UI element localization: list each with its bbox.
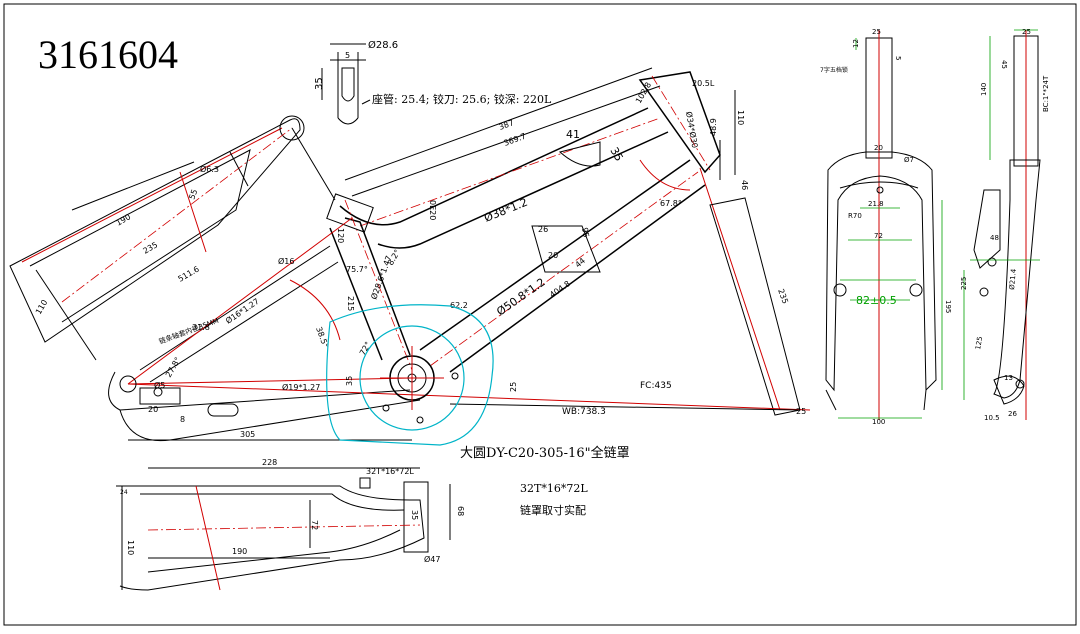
chainguard-h-110: 110: [126, 540, 135, 555]
main-frame: 387 369.7 102.8 20.5L 110 Ø34*Ø30 48.9 4…: [108, 67, 811, 442]
fork-side-45: 45: [1000, 60, 1008, 69]
fork-crown-diameter: Ø7: [904, 156, 914, 164]
seatstay-spec: Ø16*1.27: [224, 296, 261, 326]
dim-gusset-35: 35: [607, 145, 625, 164]
dim-bb-drop: 215: [346, 296, 355, 311]
clamp-slot-width: 5: [345, 51, 350, 60]
rear-angle: 27.8°: [164, 356, 183, 379]
dim-head-length: 102.8: [634, 81, 653, 105]
down-tube-spec: Ø50.8*1.2: [494, 276, 547, 319]
fork-side-top: 25: [1022, 28, 1031, 36]
chainguard-gear-small: 32T*16*72L: [366, 467, 414, 476]
chainguard-fit-note: 链罩取寸实配: [520, 503, 586, 517]
seat-clamp-detail: Ø28.6 5 35 座管: 25.4; 铰刀: 25.6; 铰深: 220L: [314, 39, 552, 125]
dim-head-od: Ø34*Ø30: [684, 111, 700, 149]
fork-side-13: 13: [1004, 374, 1013, 382]
rack-len-511: 511.6: [177, 264, 201, 283]
sheet-border: [3, 3, 1077, 626]
chainguard-detail: 228 190 110 72 68 35 Ø47 24: [116, 458, 465, 591]
dim-head-height: 110: [736, 110, 745, 125]
dim-gusset-44: 44: [574, 256, 588, 269]
fork-crown-width: 20: [874, 144, 883, 152]
dim-down-length: 404.8: [548, 279, 572, 300]
chainstay-note: 链条轴套内径35MM: [158, 316, 220, 346]
dim-top-length: 387: [498, 118, 515, 132]
dim-seat-angle: 75.7°: [346, 265, 368, 274]
chainguard-tab: 24: [120, 489, 128, 496]
fork-side-140: 140: [980, 83, 988, 96]
dim-top-length-2: 369.7: [503, 132, 528, 148]
chainguard-dia-47: Ø47: [424, 554, 440, 564]
front-center: FC:435: [640, 381, 672, 391]
fork-crown-radius: R70: [848, 212, 862, 220]
fork-crown-21: 21.8: [868, 200, 884, 208]
dropout-20: 20: [148, 405, 158, 414]
fork-steer-thickness: 5: [894, 56, 902, 60]
dim-seat-offset: 0E20: [428, 200, 437, 220]
chainguard-outline: [326, 304, 494, 446]
rack-width: 55: [187, 188, 199, 201]
fork-side-225: 225: [960, 277, 968, 290]
dim-fork-length: 235: [776, 288, 790, 305]
seat-tube-spec: 座管: 25.4; 铰刀: 25.6; 铰深: 220L: [372, 92, 552, 106]
fork-leg-72: 72: [874, 232, 883, 240]
fork-side-26: 26: [1008, 410, 1017, 418]
chainguard-len-228: 228: [262, 458, 277, 467]
rack-len-235: 235: [142, 240, 160, 255]
rack-len-190: 190: [115, 212, 133, 227]
fork-lock-note: 7字五档锁: [820, 66, 848, 74]
fork-side-48: 48: [990, 234, 999, 242]
chainstay-len: 31.8: [192, 323, 210, 332]
drawing-number: 3161604: [38, 32, 178, 77]
fork-steer-height: 12: [852, 39, 860, 48]
top-tube-spec: Ø38*1.2: [482, 196, 529, 225]
dim-gusset-95: 95: [580, 227, 591, 239]
dim-fork-offset: 25: [796, 407, 806, 416]
fork-side-bc: BC:1"*24T: [1042, 75, 1050, 112]
chainguard-title: 大圆DY-C20-305-16"全链罩: [460, 445, 630, 461]
dim-bb-width: 62.2: [450, 301, 468, 310]
rack-height: 110: [34, 298, 49, 316]
dim-gusset-26: 26: [538, 225, 548, 234]
fork-base-100: 100: [872, 418, 885, 426]
fork-side-dropout: 10.5: [984, 414, 1000, 422]
dim-head-46: 46: [740, 180, 749, 190]
chainguard-len-190: 190: [232, 547, 247, 556]
dim-bb-vertical: 25: [509, 382, 518, 392]
chainring: [359, 325, 465, 431]
chainstay-spec: Ø19*1.27: [282, 382, 320, 392]
dim-bb-height: 35: [345, 376, 354, 386]
dropout-8: 8: [180, 415, 185, 424]
chainguard-gear: 32T*16*72L: [520, 482, 588, 495]
clamp-slot-height: 35: [314, 77, 325, 90]
wheelbase: WB:738.3: [562, 407, 606, 417]
dim-head-48: 48.9: [709, 118, 718, 136]
fork-side-125: 125: [974, 336, 984, 351]
fork-side-view: 25 45 140 BC:1"*24T 225 125 Ø21.4 10.5 2…: [960, 28, 1050, 422]
chainguard-h-68: 68: [456, 506, 465, 516]
fork-axle-width: 82±0.5: [856, 294, 897, 307]
chainstay-length-305: 305: [240, 430, 255, 439]
chainguard-h-35: 35: [410, 510, 419, 520]
rack-rod-diameter: Ø6.3: [200, 164, 219, 174]
fork-height-195: 195: [944, 300, 952, 313]
dropout-diameter: Ø5: [154, 380, 165, 390]
fork-side-tube: Ø21.4: [1008, 268, 1018, 290]
clamp-diameter: Ø28.6: [368, 39, 398, 51]
seatstay-diameter: Ø16: [278, 256, 294, 266]
chainguard-h-72: 72: [310, 520, 319, 530]
fork-front-view: 7字五档锁 25 5 12 20 Ø7 21.8 R70 72 82±0.5 1…: [820, 28, 952, 426]
dim-head-angle: 67.8°: [660, 199, 682, 208]
dim-head-width: 20.5L: [692, 79, 715, 88]
dim-gusset-20: 20: [548, 251, 558, 260]
dim-seat-offset-2: 120: [336, 228, 345, 243]
seat-tube-spec: Ø28.6*1.47: [368, 254, 393, 301]
dim-gusset-41: 41: [566, 128, 580, 141]
fork-steer-width: 25: [872, 28, 881, 36]
rear-rack: Ø6.3 190 235 511.6 110 55: [9, 115, 336, 361]
